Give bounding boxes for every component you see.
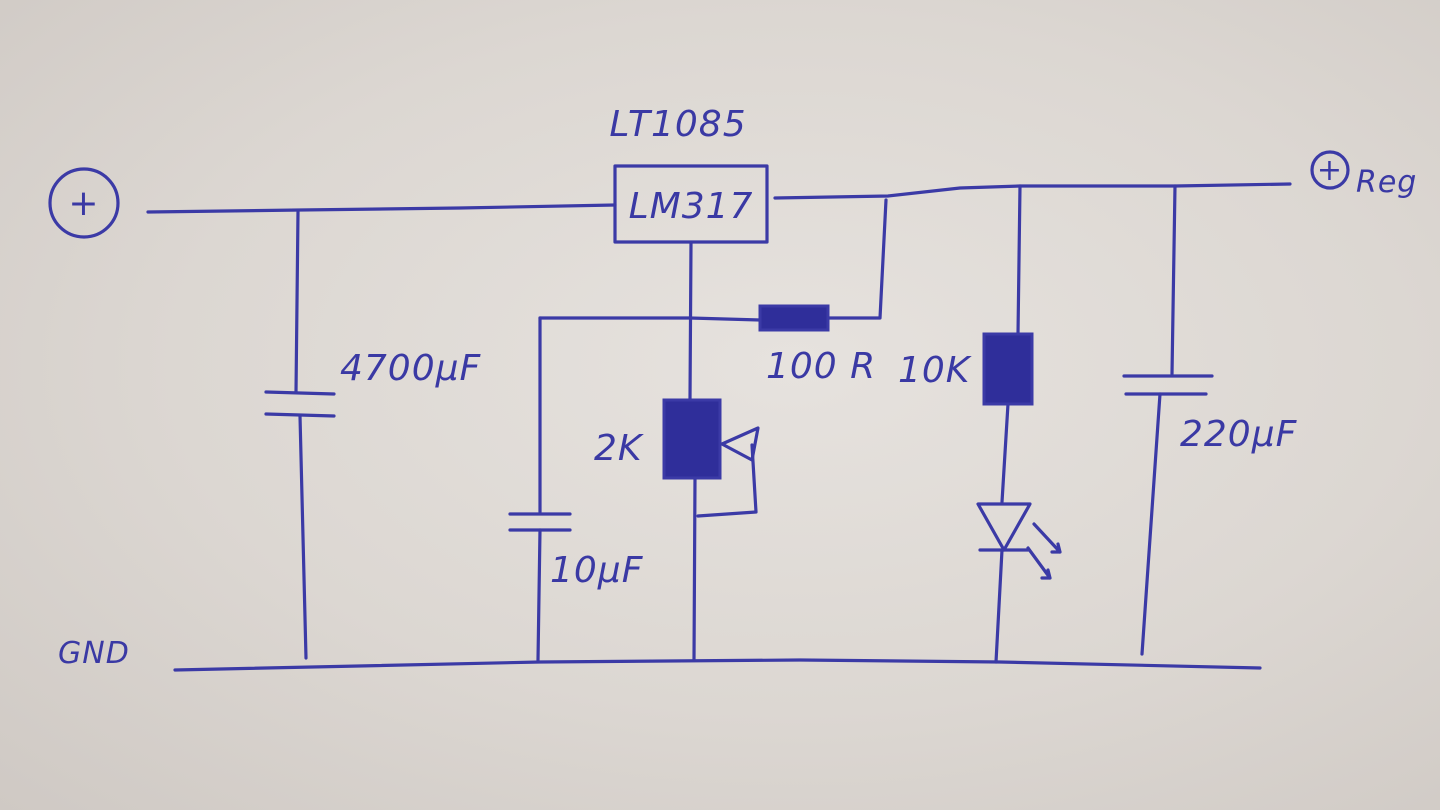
- program-resistor-body: [758, 304, 830, 332]
- adj-wire: [688, 241, 693, 402]
- adj-cap-wire-bottom: [536, 528, 542, 662]
- potentiometer-wiper-arrow: [720, 426, 760, 462]
- potentiometer-wiper-wire: [696, 443, 758, 518]
- ground-label: GND: [58, 636, 130, 671]
- adj-wire-lower: [692, 476, 697, 662]
- adj-node-wire: [538, 316, 762, 322]
- output-capacitor-label: 220µF: [1180, 414, 1298, 455]
- led-wire-bottom: [994, 548, 1004, 664]
- potentiometer-label: 2K: [594, 428, 644, 469]
- adj-capacitor: 10µF: [508, 316, 644, 662]
- ground-rail: [173, 658, 1262, 672]
- ic-label: LM317: [629, 186, 754, 227]
- output-cap-wire-bottom: [1140, 392, 1162, 656]
- led-resistor-body: [982, 332, 1034, 406]
- input-capacitor-label: 4700µF: [340, 348, 482, 389]
- input-terminal-circle: [48, 167, 120, 239]
- program-resistor-wire: [826, 198, 888, 320]
- input-capacitor: 4700µF: [264, 210, 482, 660]
- input-cap-plate-top: [264, 390, 336, 396]
- output-terminal-symbol: +: [1317, 153, 1343, 188]
- input-rail: [146, 203, 617, 214]
- ic-part-number: LT1085: [609, 104, 746, 145]
- program-resistor: 100 R: [758, 198, 888, 387]
- led-branch: 10K: [898, 184, 1062, 664]
- input-cap-wire-top: [294, 210, 300, 394]
- output-terminal: + Reg: [1310, 150, 1417, 200]
- output-rail: [773, 182, 1292, 200]
- output-label: Reg: [1356, 165, 1417, 200]
- input-terminal: +: [48, 167, 120, 239]
- led-emission-arrow-2: [1026, 546, 1052, 580]
- led-resistor-label: 10K: [898, 350, 972, 391]
- output-cap-wire-top: [1170, 184, 1177, 376]
- led-triangle: [976, 502, 1032, 552]
- regulator-ic: LT1085 LM317: [609, 104, 769, 244]
- potentiometer-body: [662, 398, 722, 480]
- adj-potentiometer: 2K: [594, 398, 760, 518]
- output-capacitor: 220µF: [1122, 184, 1298, 656]
- input-terminal-symbol: +: [68, 183, 99, 224]
- led-branch-wire-top: [1016, 184, 1022, 336]
- output-terminal-circle: [1310, 150, 1350, 190]
- led-wire-mid: [1000, 402, 1010, 504]
- program-resistor-label: 100 R: [766, 346, 876, 387]
- input-cap-wire-bottom: [298, 414, 308, 660]
- led-emission-arrow-1: [1032, 522, 1062, 554]
- adj-capacitor-label: 10µF: [550, 550, 644, 591]
